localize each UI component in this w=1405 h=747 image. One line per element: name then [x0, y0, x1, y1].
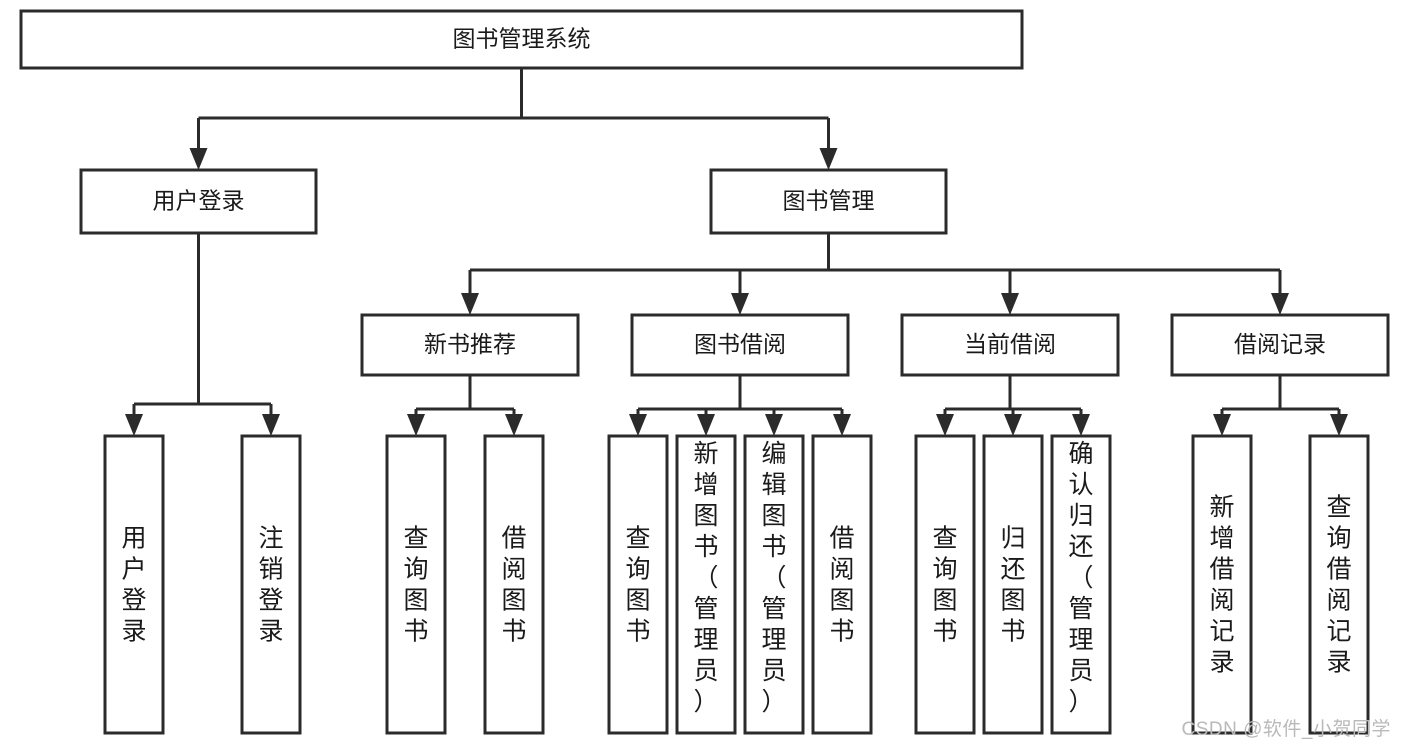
node-label: 新增借阅记录 [1209, 494, 1234, 677]
node-box-rect [675, 434, 737, 735]
node-label: 注销登录 [258, 525, 283, 646]
node-leaf-确认归还管理员[interactable]: 确认归还（管理员） [1050, 434, 1112, 735]
arrow-head-icon [461, 293, 479, 315]
arrow-head-icon [1004, 414, 1022, 436]
node-leaf-归还图书[interactable]: 归还图书 [982, 434, 1044, 735]
node-l2-用户登录[interactable]: 用户登录 [79, 168, 318, 235]
node-box-rect [982, 434, 1044, 735]
arrow-head-icon [262, 414, 280, 436]
node-l3-借阅记录[interactable]: 借阅记录 [1170, 313, 1390, 377]
node-label: 确认归还（管理员） [1068, 440, 1093, 716]
node-label: 图书管理 [783, 188, 875, 214]
node-box-rect [743, 434, 805, 735]
connector-lines [125, 68, 1348, 436]
node-l3-当前借阅[interactable]: 当前借阅 [900, 313, 1120, 377]
node-leaf-新增图书管理员[interactable]: 新增图书（管理员） [675, 434, 737, 735]
node-leaf-用户登录[interactable]: 用户登录 [103, 434, 165, 735]
node-label: 借阅记录 [1234, 331, 1326, 357]
node-label: 查询图书 [625, 525, 650, 646]
node-box-rect [79, 168, 318, 235]
node-label: 借阅图书 [501, 525, 526, 646]
node-box-rect [914, 434, 976, 735]
arrow-head-icon [1213, 414, 1231, 436]
arrow-head-icon [407, 414, 425, 436]
arrow-head-icon [697, 414, 715, 436]
arrow-head-icon [765, 414, 783, 436]
node-l3-图书借阅[interactable]: 图书借阅 [630, 313, 850, 377]
node-leaf-借阅图书[interactable]: 借阅图书 [811, 434, 873, 735]
node-leaf-编辑图书管理员[interactable]: 编辑图书（管理员） [743, 434, 805, 735]
node-box-rect [1050, 434, 1112, 735]
arrow-head-icon [1001, 293, 1019, 315]
node-label: 编辑图书（管理员） [761, 440, 786, 716]
arrow-head-icon [1072, 414, 1090, 436]
node-leaf-注销登录[interactable]: 注销登录 [240, 434, 302, 735]
node-leaf-查询图书[interactable]: 查询图书 [914, 434, 976, 735]
node-label: 新书推荐 [424, 331, 516, 357]
arrow-head-icon [125, 414, 143, 436]
arrow-head-icon [189, 148, 208, 170]
node-label: 图书借阅 [694, 331, 786, 357]
arrow-head-icon [629, 414, 647, 436]
node-box-rect [1170, 313, 1390, 377]
node-label: 图书管理系统 [453, 26, 591, 52]
node-box-rect [630, 313, 850, 377]
node-label: 归还图书 [1000, 525, 1025, 646]
node-label: 借阅图书 [829, 525, 854, 646]
node-box-rect [811, 434, 873, 735]
node-leaf-新增借阅记录[interactable]: 新增借阅记录 [1191, 434, 1253, 735]
node-label: 当前借阅 [964, 331, 1056, 357]
arrow-head-icon [1330, 414, 1348, 436]
node-l2-图书管理[interactable]: 图书管理 [709, 168, 948, 235]
node-box-rect [103, 434, 165, 735]
node-label: 用户登录 [121, 525, 146, 646]
node-leaf-查询图书[interactable]: 查询图书 [607, 434, 669, 735]
node-box-rect [483, 434, 545, 735]
node-box-rect [900, 313, 1120, 377]
node-label: 查询借阅记录 [1326, 494, 1351, 677]
arrow-head-icon [1271, 293, 1289, 315]
node-leaf-借阅图书[interactable]: 借阅图书 [483, 434, 545, 735]
node-label: 新增图书（管理员） [693, 440, 718, 716]
node-label: 查询图书 [932, 525, 957, 646]
node-box-rect [607, 434, 669, 735]
node-box-rect [240, 434, 302, 735]
node-l3-新书推荐[interactable]: 新书推荐 [360, 313, 580, 377]
node-label: 查询图书 [403, 525, 428, 646]
node-boxes: 图书管理系统用户登录图书管理新书推荐图书借阅当前借阅借阅记录用户登录注销登录查询… [19, 9, 1390, 735]
node-box-rect [1308, 434, 1370, 735]
node-box-rect [709, 168, 948, 235]
arrow-head-icon [505, 414, 523, 436]
arrow-head-icon [936, 414, 954, 436]
arrow-head-icon [819, 148, 838, 170]
node-box-rect [385, 434, 447, 735]
node-box-rect [19, 9, 1024, 70]
node-box-rect [360, 313, 580, 377]
arrow-head-icon [731, 293, 749, 315]
node-label: 用户登录 [153, 188, 245, 214]
node-box-rect [1191, 434, 1253, 735]
arrow-head-icon [833, 414, 851, 436]
node-leaf-查询借阅记录[interactable]: 查询借阅记录 [1308, 434, 1370, 735]
node-root-图书管理系统[interactable]: 图书管理系统 [19, 9, 1024, 70]
node-leaf-查询图书[interactable]: 查询图书 [385, 434, 447, 735]
